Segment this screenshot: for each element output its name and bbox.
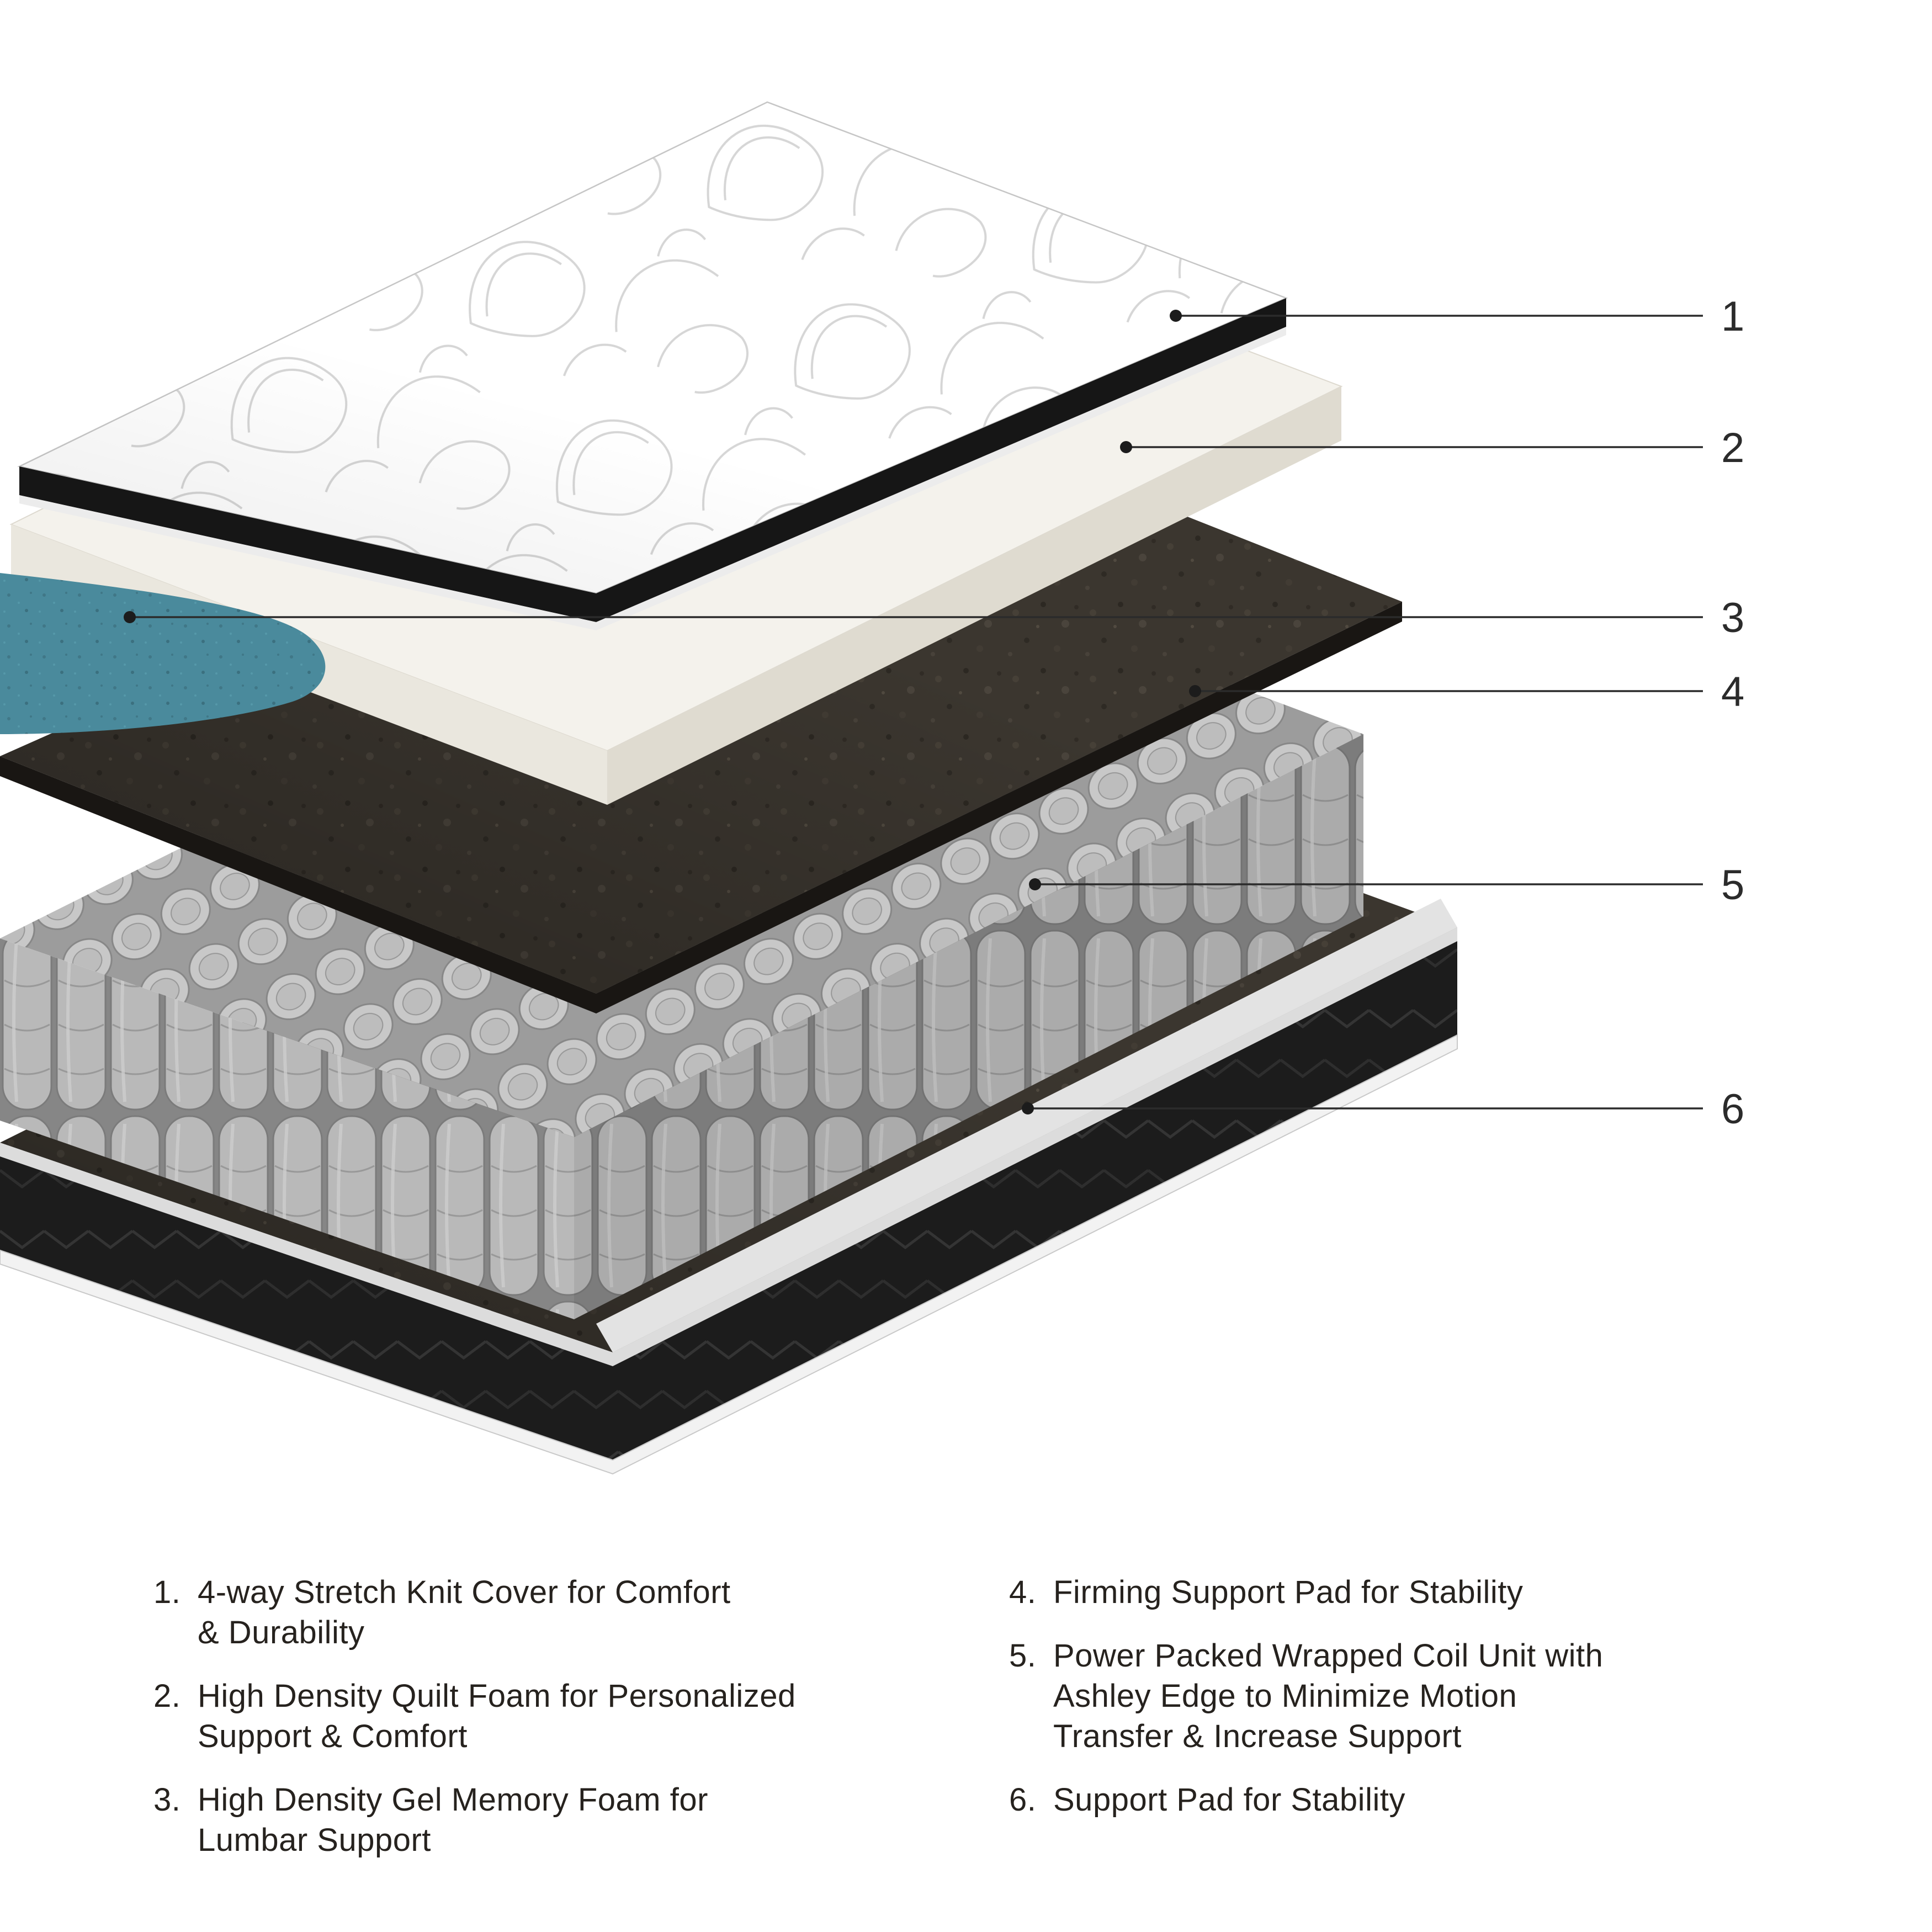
legend-item-text: 4-way Stretch Knit Cover for Comfort & D… — [198, 1574, 731, 1651]
legend-item-text: Power Packed Wrapped Coil Unit with Ashl… — [1053, 1638, 1604, 1755]
legend-item-number: 4. — [1009, 1574, 1037, 1610]
legend-item-text: High Density Gel Memory Foam for Lumbar … — [198, 1782, 708, 1859]
legend-item-number: 1. — [153, 1574, 181, 1610]
gel-foam-shape — [0, 573, 326, 734]
callout-6: 6 — [1022, 1086, 1744, 1133]
callout-number: 1 — [1721, 293, 1744, 340]
quilt-foam-front-right-face — [607, 386, 1341, 805]
legend-item-number: 5. — [1009, 1638, 1037, 1674]
legend-column-left: 1. 4-way Stretch Knit Cover for Comfort … — [153, 1572, 893, 1883]
callout-number: 6 — [1721, 1086, 1744, 1133]
callout-dot — [124, 611, 136, 623]
knit-cover-binding-edge — [19, 298, 1286, 622]
legend-item-text: Support Pad for Stability — [1053, 1782, 1405, 1818]
callout-number: 4 — [1721, 668, 1744, 715]
legend-item-number: 6. — [1009, 1782, 1037, 1818]
layer-3-gel-memory-foam — [0, 573, 326, 734]
callout-2: 2 — [1120, 424, 1744, 471]
coil-unit-front-left-shade — [0, 938, 574, 1319]
legend-item-text: Firming Support Pad for Stability — [1053, 1574, 1524, 1610]
legend-column-right: 4. Firming Support Pad for Stability 5. … — [1009, 1572, 1815, 1843]
coil-unit-front-right-shade — [574, 734, 1363, 1319]
legend-item-text: High Density Quilt Foam for Personalized… — [198, 1678, 796, 1755]
base-bottom-trim — [0, 1034, 1458, 1475]
callout-dot — [1029, 878, 1041, 890]
coil-unit-front-right-face — [574, 734, 1363, 1319]
base-edge-trim — [596, 899, 1457, 1352]
callout-number: 3 — [1721, 595, 1744, 641]
legend-item-4: 4. Firming Support Pad for Stability — [1009, 1572, 1815, 1612]
callout-number: 2 — [1721, 424, 1744, 471]
callout-dot — [1120, 441, 1132, 453]
knit-cover-shading — [19, 102, 1286, 593]
legend-item-3: 3. High Density Gel Memory Foam for Lumb… — [153, 1780, 893, 1860]
legend-item-number: 2. — [153, 1678, 181, 1715]
callout-dot — [1189, 685, 1201, 697]
legend-item-6: 6. Support Pad for Stability — [1009, 1780, 1815, 1820]
gel-foam-shade — [0, 573, 326, 734]
callout-5: 5 — [1029, 862, 1744, 909]
legend-item-1: 1. 4-way Stretch Knit Cover for Comfort … — [153, 1572, 893, 1653]
callouts: 1 2 3 4 5 6 — [124, 293, 1744, 1133]
callout-4: 4 — [1189, 668, 1744, 715]
legend-item-5: 5. Power Packed Wrapped Coil Unit with A… — [1009, 1636, 1815, 1756]
firming-pad-front-edge — [0, 602, 1402, 1013]
callout-number: 5 — [1721, 862, 1744, 909]
callout-dot — [1170, 310, 1182, 322]
legend-item-2: 2. High Density Quilt Foam for Personali… — [153, 1676, 893, 1756]
base-black-band — [0, 941, 1457, 1460]
coil-unit-front-left-face — [0, 938, 574, 1319]
layer-1-stretch-knit-cover — [17, 101, 1288, 630]
callout-3: 3 — [124, 595, 1744, 641]
callout-1: 1 — [1170, 293, 1744, 340]
callout-dot — [1022, 1102, 1034, 1114]
legend-item-number: 3. — [153, 1782, 181, 1818]
